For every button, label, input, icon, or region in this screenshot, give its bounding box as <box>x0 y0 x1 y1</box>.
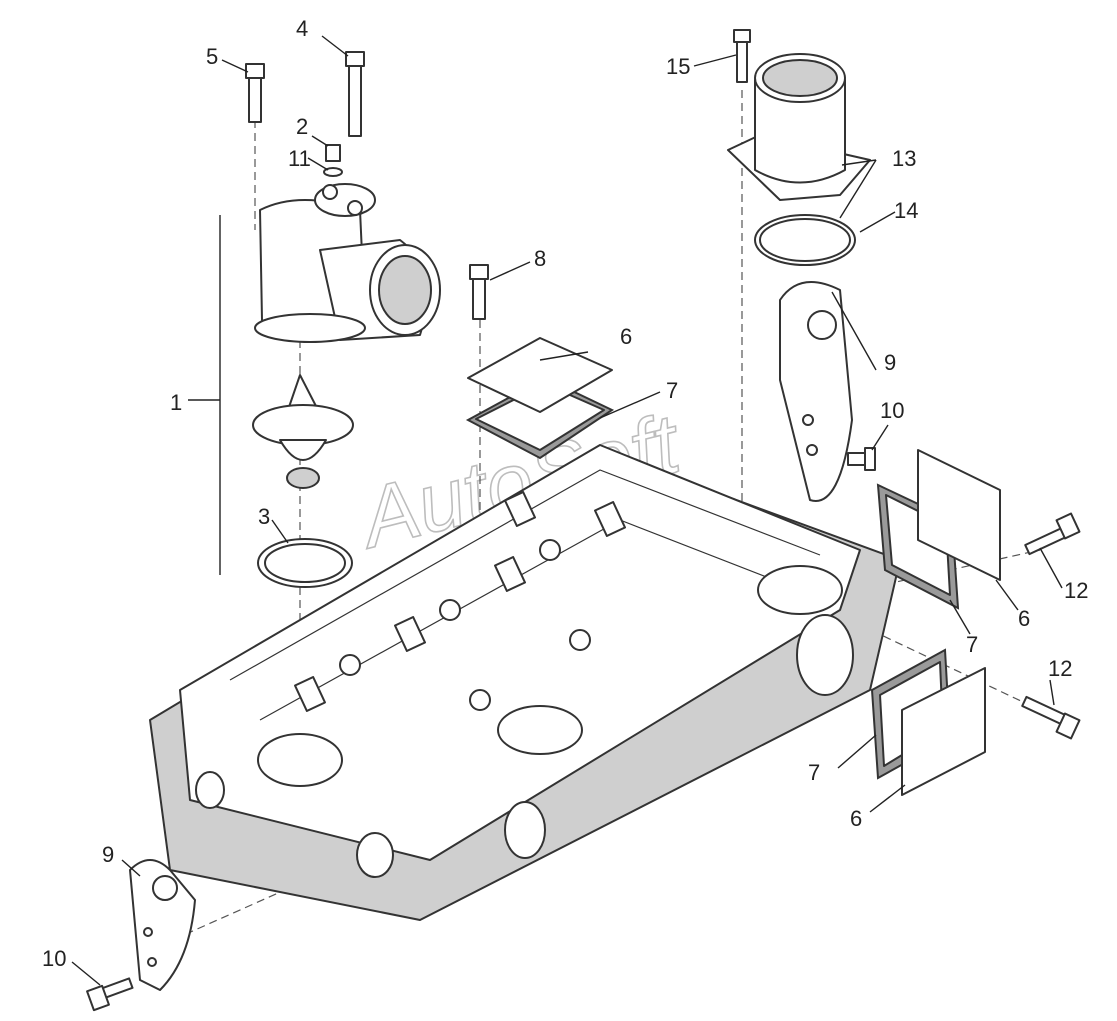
callout-7-top: 7 <box>666 378 678 403</box>
screw-8 <box>469 264 489 320</box>
callout-1: 1 <box>170 390 182 415</box>
screw-10-left <box>86 977 134 1012</box>
callout-6-top: 6 <box>620 324 632 349</box>
callout-11: 11 <box>288 146 311 171</box>
callout-7-side-upper: 7 <box>966 632 978 657</box>
side-cover-upper <box>917 449 1001 581</box>
callout-3: 3 <box>258 504 270 529</box>
top-cover-gasket <box>465 376 615 460</box>
screw-10-right <box>847 447 876 471</box>
o-ring <box>257 538 353 588</box>
thermostat-housing <box>254 183 441 343</box>
outlet-pipe <box>727 53 871 201</box>
callout-6-side-lower: 6 <box>850 806 862 831</box>
cylinder-head <box>149 444 901 921</box>
washer-11 <box>323 167 343 177</box>
screw-12-upper <box>1024 512 1081 556</box>
mounting-plate-left <box>129 859 196 991</box>
clamp-ring <box>754 214 856 266</box>
callout-12-upper: 12 <box>1064 578 1088 603</box>
leader-lines <box>71 35 1063 986</box>
callout-15: 15 <box>666 54 690 79</box>
callout-10-left: 10 <box>42 946 66 971</box>
callout-12-lower: 12 <box>1048 656 1072 681</box>
callout-13: 13 <box>892 146 916 171</box>
callout-10-right: 10 <box>880 398 904 423</box>
plug-2 <box>325 144 341 162</box>
callout-8: 8 <box>534 246 546 271</box>
side-cover-lower <box>901 667 986 796</box>
callout-labels: 1 2 3 4 5 6 7 8 9 9 10 10 11 12 12 13 14… <box>42 16 1088 971</box>
screw-15 <box>733 29 751 83</box>
callout-14: 14 <box>894 198 918 223</box>
mounting-plate-right <box>779 281 853 502</box>
callout-4: 4 <box>296 16 308 41</box>
screw-12-lower <box>1021 695 1081 740</box>
screw-5 <box>245 63 265 123</box>
callout-9-right: 9 <box>884 350 896 375</box>
callout-7-side-lower: 7 <box>808 760 820 785</box>
callout-9-left: 9 <box>102 842 114 867</box>
callout-5: 5 <box>206 44 218 69</box>
thermostat <box>252 374 354 489</box>
callout-2: 2 <box>296 114 308 139</box>
top-cover-plate <box>467 337 613 413</box>
screw-4 <box>345 51 365 137</box>
callout-6-side-upper: 6 <box>1018 606 1030 631</box>
